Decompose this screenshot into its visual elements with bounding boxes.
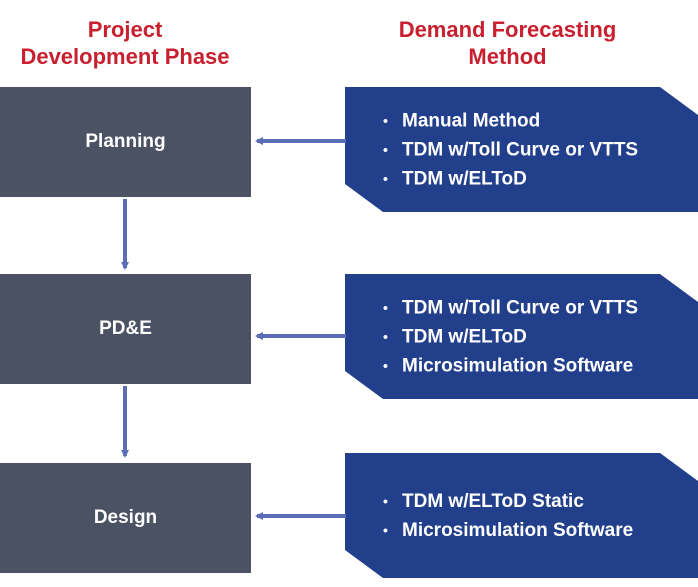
method-item: • Manual Method [383, 106, 688, 135]
bullet-icon: • [383, 357, 388, 373]
method-item-text: TDM w/ELToD Static [402, 490, 584, 512]
bullet-icon: • [383, 328, 388, 344]
bullet-icon: • [383, 170, 388, 186]
phase-heading-line-1: Project [87, 17, 163, 42]
method-item: • Microsimulation Software [383, 516, 688, 545]
bullet-icon: • [383, 299, 388, 315]
method-column-heading: Demand Forecasting Method [345, 16, 670, 70]
method-box-planning: • Manual Method • TDM w/Toll Curve or VTTS… [345, 87, 698, 212]
phase-heading-line-2: Development Phase [20, 44, 230, 69]
method-item-text: Microsimulation Software [402, 355, 634, 376]
phase-box-pde: PD&E [0, 274, 251, 384]
method-list: • TDM w/Toll Curve or VTTS • TDM w/ELToD •… [383, 293, 688, 380]
method-heading-line-2: Method [468, 44, 547, 69]
method-item-text: TDM w/Toll Curve or VTTS [402, 297, 639, 318]
phase-label: Design [93, 507, 158, 528]
bullet-icon: • [383, 492, 388, 509]
method-heading-line-1: Demand Forecasting [398, 17, 617, 42]
bullet-icon: • [383, 112, 388, 128]
method-item-text: TDM w/Toll Curve or VTTS [402, 139, 639, 160]
phase-box-planning: Planning [0, 87, 251, 197]
method-item: • TDM w/Toll Curve or VTTS [383, 135, 688, 164]
phase-column-heading: Project Development Phase [0, 16, 250, 70]
method-item: • TDM w/ELToD [383, 322, 688, 351]
method-item-text: Manual Method [402, 110, 541, 131]
bullet-icon: • [383, 521, 388, 538]
method-box-pde: • TDM w/Toll Curve or VTTS • TDM w/ELToD •… [345, 274, 698, 399]
method-item-text: Microsimulation Software [402, 519, 634, 541]
method-item-text: TDM w/ELToD [402, 326, 527, 347]
method-list: • TDM w/ELToD Static • Microsimulation Sof… [383, 487, 688, 545]
phase-box-design: Design [0, 463, 251, 573]
phase-label: Planning [85, 131, 166, 152]
phase-label: PD&E [99, 318, 152, 339]
method-box-design: • TDM w/ELToD Static • Microsimulation Sof… [345, 453, 698, 578]
method-item: • TDM w/ELToD Static [383, 487, 688, 516]
method-list: • Manual Method • TDM w/Toll Curve or VTTS… [383, 106, 688, 193]
method-item: • Microsimulation Software [383, 351, 688, 380]
method-item: • TDM w/ELToD [383, 164, 688, 193]
method-item: • TDM w/Toll Curve or VTTS [383, 293, 688, 322]
bullet-icon: • [383, 141, 388, 157]
method-item-text: TDM w/ELToD [402, 168, 527, 189]
